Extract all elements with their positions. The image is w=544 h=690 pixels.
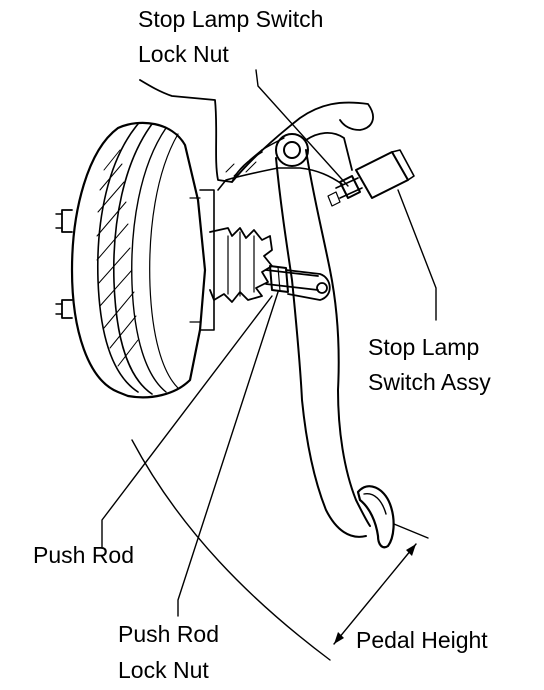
label-pedal-height: Pedal Height (356, 627, 488, 653)
leader-push-rod (101, 295, 273, 549)
label-stop-lamp-switch-lock-nut-line1: Stop Lamp Switch (138, 6, 323, 32)
brake-booster (55, 121, 207, 399)
push-rod-boot (209, 227, 273, 303)
label-push-rod-lock-nut-line1: Push Rod (118, 621, 219, 647)
label-stop-lamp-switch-assy-line1: Stop Lamp (368, 334, 479, 360)
label-push-rod: Push Rod (33, 542, 134, 568)
push-rod (265, 265, 331, 301)
label-push-rod-lock-nut-line2: Lock Nut (118, 657, 209, 683)
pedal-bracket (139, 79, 374, 331)
brake-pedal-arm (275, 132, 371, 538)
leader-stop-lamp-switch-lock-nut (255, 69, 349, 187)
pedal-pad (356, 485, 395, 549)
leader-push-rod-lock-nut (177, 291, 279, 617)
stop-lamp-switch-assy (327, 149, 415, 207)
leader-stop-lamp-switch-assy (397, 189, 437, 321)
pedal-height-dimension (131, 439, 429, 661)
label-stop-lamp-switch-lock-nut-line2: Lock Nut (138, 41, 229, 67)
label-stop-lamp-switch-assy-line2: Switch Assy (368, 369, 491, 395)
leader-lines (101, 69, 437, 617)
